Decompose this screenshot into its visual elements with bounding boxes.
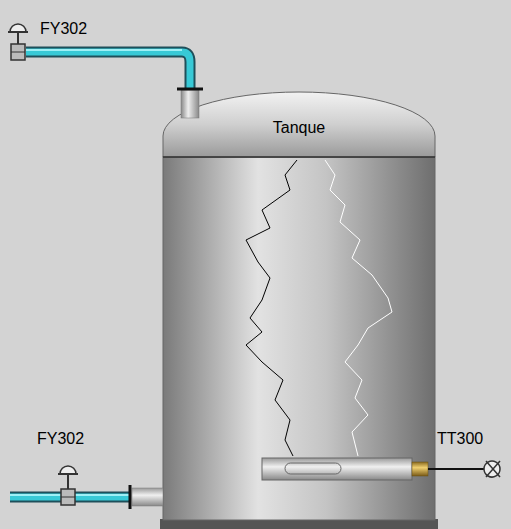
tank-dome <box>163 92 435 157</box>
pipe-highlight <box>26 49 182 51</box>
tag-label: FY302 <box>40 20 87 38</box>
nozzle <box>181 90 199 118</box>
tag-label: TT300 <box>437 430 483 448</box>
crack-line <box>325 160 392 456</box>
temperature-sensor <box>262 458 500 480</box>
flange <box>177 88 203 91</box>
valve-symbol <box>58 466 78 505</box>
tank-label: Tanque <box>273 119 326 137</box>
dome-seam <box>163 156 435 158</box>
flange <box>129 485 132 509</box>
tank-body <box>163 157 435 520</box>
nozzle <box>132 488 163 506</box>
tag-label: FY302 <box>37 430 84 448</box>
valve-symbol <box>8 24 28 60</box>
pipe <box>26 52 190 88</box>
crack-line <box>246 160 297 456</box>
pipe <box>26 52 190 88</box>
tank-node: Tanque <box>163 108 435 148</box>
